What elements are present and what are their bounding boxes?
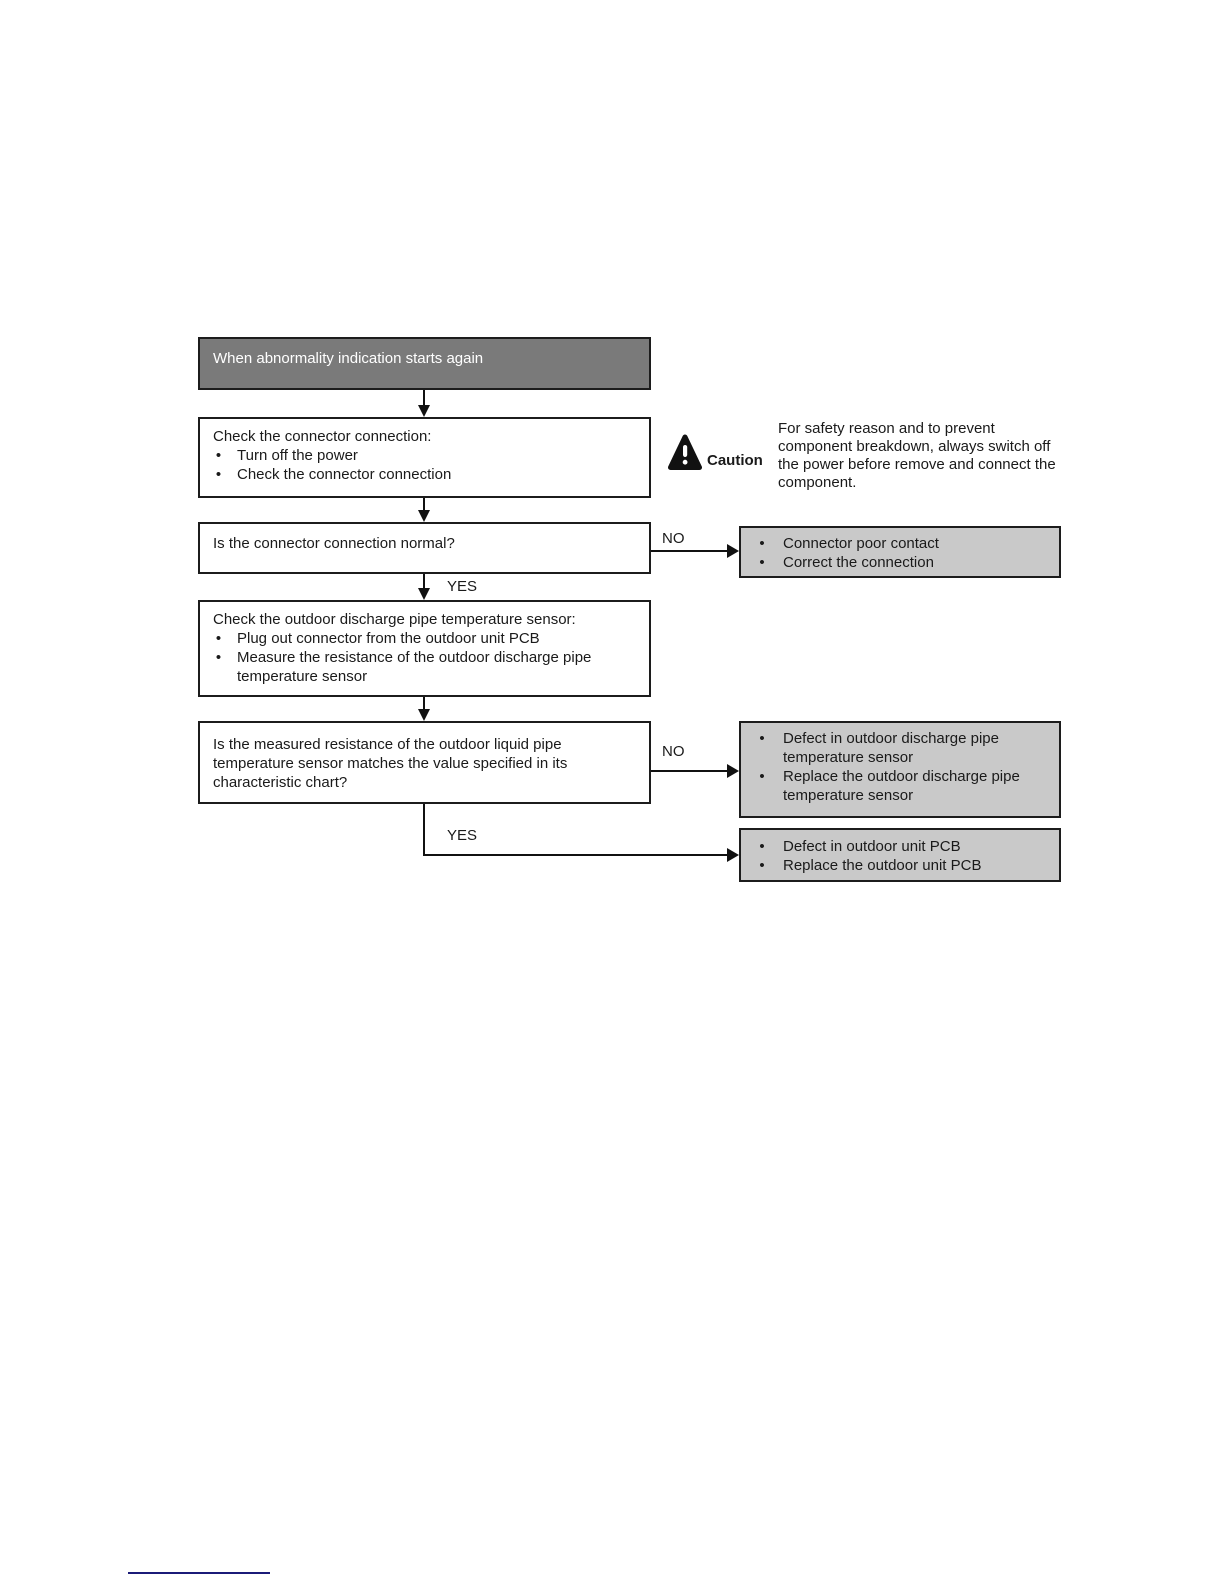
flow-node-check-sensor: Check the outdoor discharge pipe tempera… bbox=[198, 600, 651, 697]
branch-label-no-1: NO bbox=[662, 530, 685, 547]
arrow-line-yes-2-h bbox=[423, 854, 729, 856]
arrow-line-no-1 bbox=[651, 550, 729, 552]
list-item: Plug out connector from the outdoor unit… bbox=[200, 629, 649, 648]
check-connector-bullet: Check the connector connection bbox=[237, 466, 452, 483]
arrow-right-icon-3 bbox=[727, 848, 739, 862]
arrow-down-icon-4 bbox=[418, 709, 430, 721]
list-item: Replace the outdoor discharge pipe tempe… bbox=[741, 767, 1059, 805]
result-connector-bullet: Correct the connection bbox=[783, 554, 934, 571]
flow-node-decision-resistance: Is the measured resistance of the outdoo… bbox=[198, 721, 651, 804]
check-connector-title: Check the connector connection: bbox=[213, 428, 432, 445]
arrow-line-1 bbox=[423, 390, 425, 406]
result-pcb-bullet: Defect in outdoor unit PCB bbox=[783, 838, 961, 855]
list-item: Measure the resistance of the outdoor di… bbox=[200, 648, 649, 686]
branch-label-no-2: NO bbox=[662, 743, 685, 760]
arrow-line-3 bbox=[423, 574, 425, 588]
check-sensor-bullet: Measure the resistance of the outdoor di… bbox=[237, 649, 592, 685]
result-connector-bullet: Connector poor contact bbox=[783, 535, 939, 552]
arrow-down-icon-3 bbox=[418, 588, 430, 600]
list-item: Connector poor contact bbox=[741, 534, 1059, 553]
list-item: Check the connector connection bbox=[200, 465, 649, 484]
branch-label-yes-1: YES bbox=[447, 578, 478, 595]
caution-label: Caution bbox=[707, 452, 763, 469]
arrow-line-no-2 bbox=[651, 770, 729, 772]
caution-triangle-icon bbox=[668, 433, 702, 476]
flow-node-decision-connector: Is the connector connection normal? bbox=[198, 522, 651, 574]
check-connector-bullet: Turn off the power bbox=[237, 447, 358, 464]
check-sensor-bullet: Plug out connector from the outdoor unit… bbox=[237, 630, 540, 647]
start-label: When abnormality indication starts again bbox=[213, 350, 484, 367]
arrow-line-4 bbox=[423, 697, 425, 710]
result-sensor-bullet: Defect in outdoor discharge pipe tempera… bbox=[783, 730, 999, 766]
arrow-right-icon-2 bbox=[727, 764, 739, 778]
flow-node-result-pcb: Defect in outdoor unit PCB Replace the o… bbox=[739, 828, 1061, 882]
flow-node-result-connector: Connector poor contact Correct the conne… bbox=[739, 526, 1061, 578]
list-item: Correct the connection bbox=[741, 553, 1059, 572]
decision-resistance-question: Is the measured resistance of the outdoo… bbox=[213, 736, 568, 791]
flow-node-result-sensor: Defect in outdoor discharge pipe tempera… bbox=[739, 721, 1061, 818]
arrow-line-2 bbox=[423, 498, 425, 511]
caution-text: For safety reason and to prevent compone… bbox=[778, 420, 1056, 491]
flow-node-start: When abnormality indication starts again bbox=[198, 337, 651, 390]
list-item: Replace the outdoor unit PCB bbox=[741, 856, 1059, 875]
list-item: Defect in outdoor unit PCB bbox=[741, 837, 1059, 856]
result-sensor-bullet: Replace the outdoor discharge pipe tempe… bbox=[783, 768, 1020, 804]
footer-rule bbox=[128, 1572, 270, 1574]
arrow-right-icon-1 bbox=[727, 544, 739, 558]
check-sensor-title: Check the outdoor discharge pipe tempera… bbox=[213, 611, 576, 628]
list-item: Defect in outdoor discharge pipe tempera… bbox=[741, 729, 1059, 767]
arrow-down-icon-1 bbox=[418, 405, 430, 417]
branch-label-yes-2: YES bbox=[447, 827, 478, 844]
arrow-down-icon-2 bbox=[418, 510, 430, 522]
result-pcb-bullet: Replace the outdoor unit PCB bbox=[783, 857, 982, 874]
decision-connector-question: Is the connector connection normal? bbox=[213, 535, 455, 552]
arrow-line-yes-2-v bbox=[423, 804, 425, 856]
list-item: Turn off the power bbox=[200, 446, 649, 465]
flow-node-check-connector: Check the connector connection: Turn off… bbox=[198, 417, 651, 498]
